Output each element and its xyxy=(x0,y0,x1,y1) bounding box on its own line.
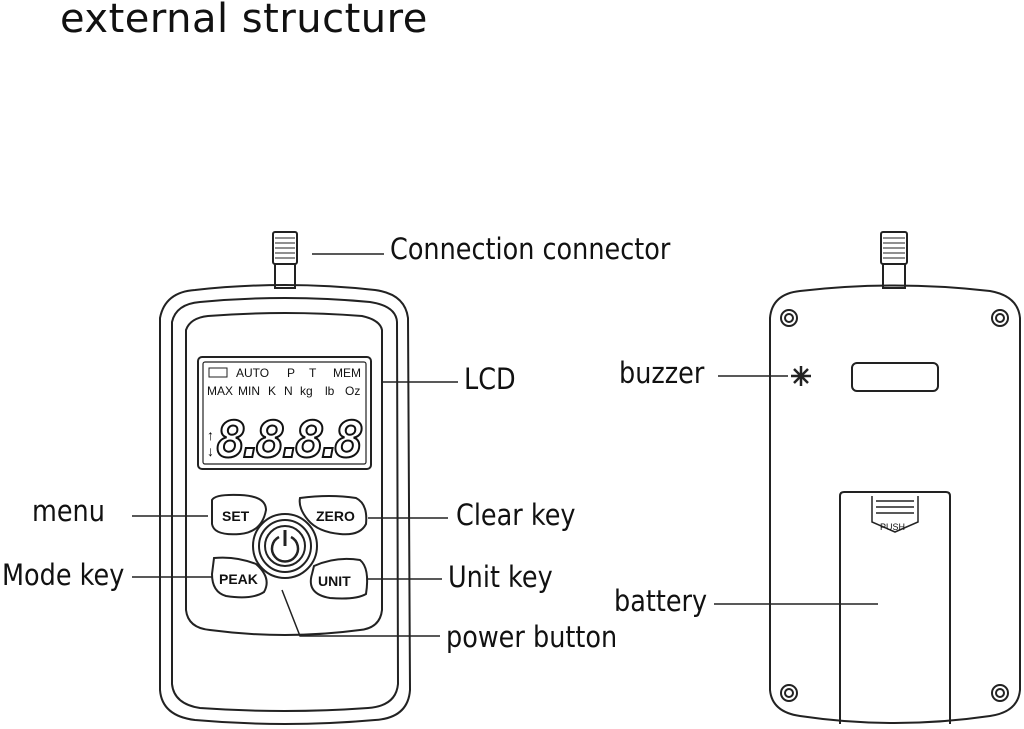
label-buzzer: buzzer xyxy=(619,356,705,390)
lcd-max: MAX xyxy=(207,384,233,398)
front-connector xyxy=(272,231,298,289)
back-window xyxy=(851,362,939,392)
label-menu: menu xyxy=(32,494,105,528)
set-button xyxy=(211,493,268,536)
label-power-button: power button xyxy=(446,620,618,654)
push-label: PUSH xyxy=(880,522,905,532)
label-mode-key: Mode key xyxy=(2,558,125,592)
back-connector xyxy=(880,231,908,289)
label-clear-key: Clear key xyxy=(456,498,576,532)
lcd-k: K xyxy=(268,384,276,398)
lcd-indicators: AUTO P T MEM MAX MIN K N kg lb Oz ↑ ↓ 8.… xyxy=(207,366,365,470)
lcd-down-arrow-icon: ↓ xyxy=(207,443,214,459)
lcd-mem: MEM xyxy=(333,366,361,380)
battery-cover xyxy=(839,491,951,724)
diagram-title: external structure xyxy=(60,0,428,42)
label-unit-key: Unit key xyxy=(448,560,553,594)
leader-lines xyxy=(132,253,878,637)
lcd-lb: lb xyxy=(325,384,335,398)
power-button xyxy=(252,513,318,579)
lcd-oz: Oz xyxy=(345,384,360,398)
label-battery: battery xyxy=(614,584,708,618)
lcd-n: N xyxy=(284,384,293,398)
zero-button xyxy=(298,495,368,536)
back-body xyxy=(769,284,1021,724)
buzzer-icon xyxy=(791,366,811,386)
set-button-label: SET xyxy=(222,508,250,524)
peak-button-label: PEAK xyxy=(219,571,258,587)
lcd-up-arrow-icon: ↑ xyxy=(207,427,214,443)
front-body xyxy=(159,284,412,725)
label-lcd: LCD xyxy=(464,362,516,396)
lcd-min: MIN xyxy=(238,384,260,398)
lcd-digits: 8.8.8.8 xyxy=(216,411,364,469)
lcd-kg: kg xyxy=(300,384,313,398)
unit-button xyxy=(309,557,369,600)
lcd-t: T xyxy=(309,366,317,380)
lcd-auto: AUTO xyxy=(236,366,269,380)
label-connection-connector: Connection connector xyxy=(390,232,671,266)
lcd-p: P xyxy=(287,366,295,380)
zero-button-label: ZERO xyxy=(316,508,355,524)
lcd-frame xyxy=(197,356,372,470)
peak-button xyxy=(210,556,268,599)
unit-button-label: UNIT xyxy=(318,573,351,589)
